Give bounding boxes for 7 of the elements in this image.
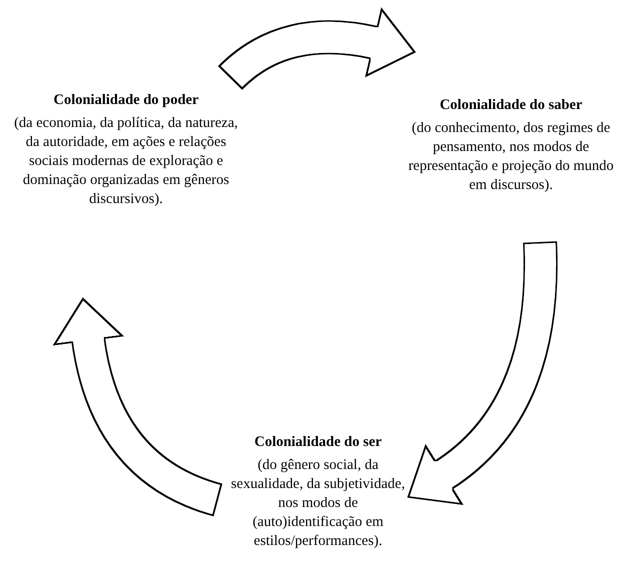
node-heading: Colonialidade do ser	[253, 434, 383, 451]
node-description: (do conhecimento, dos regimes de pensamento, nos modos de representação e projeção do mundo em discursos).	[407, 119, 615, 195]
node-heading: Colonialidade do poder	[52, 92, 200, 109]
curved-block-arrow	[408, 242, 558, 504]
node-description: (da economia, da política, da natureza, da autoridade, em ações e relações sociais modernas de exploração e dominação organizadas em gêneros discursivos).	[13, 114, 239, 209]
node-heading: Colonialidade do saber	[438, 97, 584, 114]
node-description: (do gênero social, da sexualidade, da subjetividade, nos modos de (auto)identificação em estilos/performances).	[230, 456, 406, 551]
